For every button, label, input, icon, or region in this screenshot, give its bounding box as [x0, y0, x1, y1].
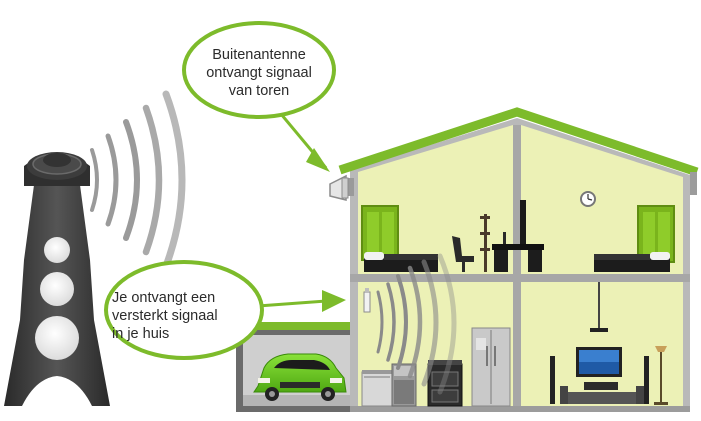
tv-icon: [576, 347, 622, 390]
grill-icon: [391, 363, 417, 407]
kitchen-counter: [361, 370, 393, 407]
callout-indoor-line: Je ontvangt een: [112, 290, 216, 306]
callout-outdoor-line: van toren: [228, 83, 290, 99]
garage-roof: [236, 322, 356, 330]
callout-indoor-bubble: [104, 260, 264, 360]
ground-floor-base: [350, 406, 690, 412]
door-icon: [361, 205, 399, 261]
indoor-antenna-icon: [363, 288, 371, 313]
desk-icon: [492, 200, 544, 272]
callout-outdoor: [182, 21, 336, 172]
callout-outdoor-bubble: [182, 21, 336, 119]
callout-indoor-line: in je huis: [112, 326, 170, 342]
signal-waves-icon: [376, 253, 457, 395]
callout-outdoor-line: ontvangt signaal: [206, 65, 312, 81]
bed-icon: [364, 252, 438, 272]
garage-floor: [243, 395, 350, 406]
chair-icon: [452, 236, 474, 272]
refrigerator-icon: [471, 327, 511, 407]
car-icon: [253, 353, 347, 401]
tv-stand: [584, 382, 618, 390]
cell-tower-icon: [4, 152, 110, 406]
sofa-icon: [560, 386, 644, 404]
speaker-icon: [550, 356, 649, 404]
bed-icon: [594, 252, 670, 272]
monitor-icon: [520, 200, 526, 244]
floor-lamp-icon: [654, 346, 668, 405]
wall-clock-icon: [580, 191, 596, 207]
stove-icon: [427, 360, 463, 407]
signal-waves-icon: [90, 90, 186, 270]
wall-divider: [513, 125, 521, 412]
roof-edge: [690, 172, 697, 195]
outdoor-antenna-icon: [329, 174, 354, 201]
callout-outdoor-text: Buitenantenne ontvangt signaal van toren: [190, 46, 328, 100]
shelf: [480, 214, 490, 272]
callout-outdoor-line: Buitenantenne: [212, 47, 306, 63]
callout-indoor-line: versterkt signaal: [112, 308, 218, 324]
callout-indoor-text: Je ontvangt een versterkt signaal in je …: [112, 289, 264, 343]
callout-indoor: [104, 260, 346, 360]
roof-line: [338, 107, 699, 177]
ceiling-light-icon: [590, 282, 608, 332]
